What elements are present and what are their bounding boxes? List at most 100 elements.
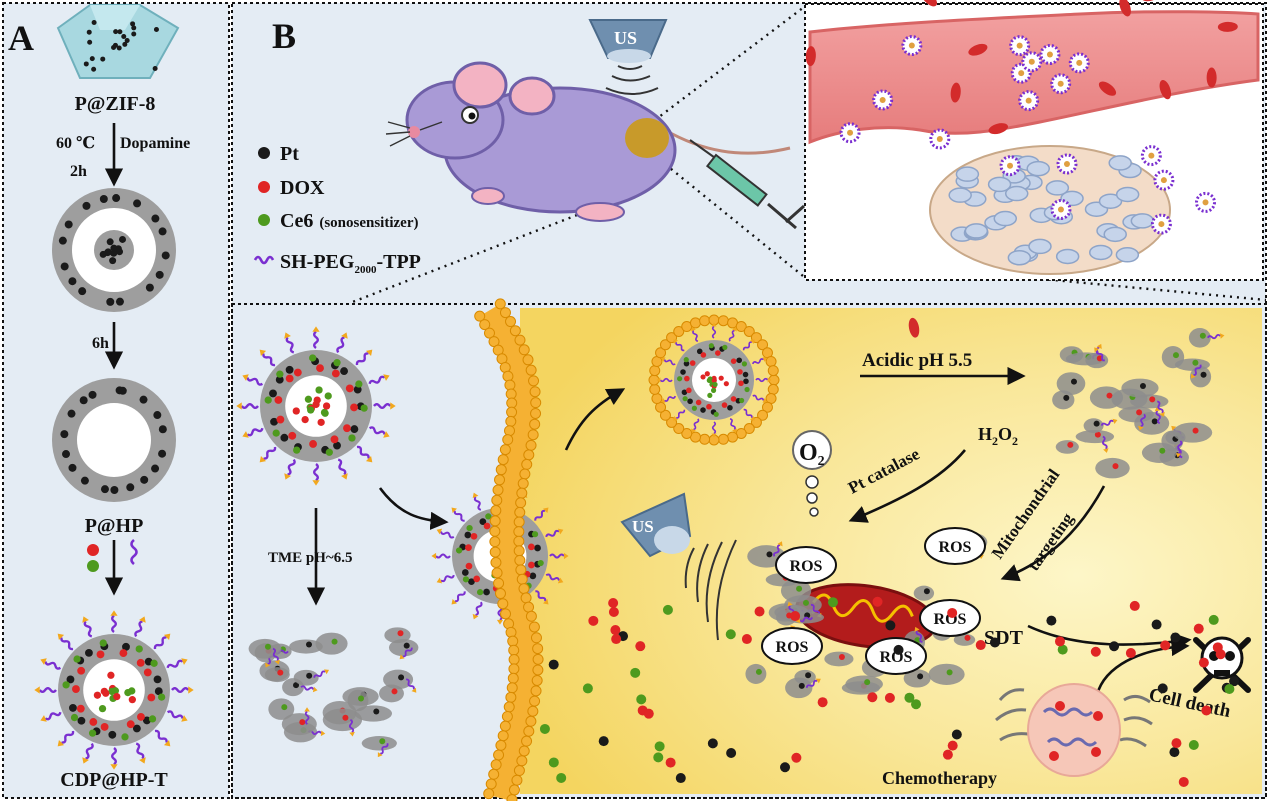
dox-dot — [1178, 776, 1189, 787]
pt-dot — [727, 404, 733, 411]
lipid-head — [488, 768, 500, 780]
ce6-legend-label: Ce6(sonosensitizer) — [280, 210, 418, 232]
dox-dot — [643, 708, 654, 719]
dox-dot — [721, 402, 728, 408]
lipid-head — [495, 739, 507, 751]
tme-degraded-nanoparticle — [248, 627, 420, 760]
dox-dot — [119, 649, 128, 658]
drug-dot — [838, 653, 845, 660]
endosome-lipid — [767, 365, 779, 377]
vessel-nanoparticle-core — [879, 96, 886, 103]
lipid-head — [523, 449, 535, 461]
ce6-dot — [691, 405, 697, 411]
dox-dot — [611, 634, 622, 645]
dox-dot — [473, 575, 481, 583]
ce6-dot — [712, 381, 718, 388]
red-blood-cell — [950, 82, 961, 103]
ce6-dot — [315, 386, 323, 394]
ce6-dot — [309, 354, 317, 362]
pt-dot — [483, 588, 490, 596]
ce6-dot — [654, 741, 665, 752]
temperature-condition: 60 ℃ — [56, 135, 95, 152]
h2o2-h: H — [978, 424, 992, 444]
pt-dot — [285, 365, 294, 374]
dox-dot — [700, 374, 706, 380]
lipid-head — [529, 386, 541, 398]
lipid-head — [506, 397, 518, 409]
lipid-head — [497, 598, 509, 610]
pt-dot — [885, 620, 896, 631]
ce6-dot — [636, 694, 647, 705]
ce6-dot — [722, 344, 728, 350]
o2-o: O — [799, 440, 818, 466]
pt-dot — [707, 738, 718, 749]
pt-dot — [100, 485, 109, 494]
ce6-dot — [307, 406, 315, 414]
dox-dot — [695, 399, 702, 406]
pt-dot — [534, 544, 541, 552]
ce6-dot — [653, 752, 664, 763]
ros-cloud: ROS — [775, 546, 837, 584]
endosome-lipid — [699, 315, 711, 327]
drug-dot — [796, 585, 803, 592]
endosome-lipid — [649, 365, 661, 377]
vessel-nanoparticle-core — [1057, 206, 1064, 213]
dox-dot — [1212, 642, 1223, 653]
endosome-lipid — [761, 401, 773, 413]
dox-dot — [126, 720, 135, 729]
dox-dot — [350, 403, 358, 412]
tumor-cell — [1115, 247, 1140, 263]
vessel-nanoparticle-core — [1076, 59, 1083, 66]
lipid-head — [516, 573, 528, 585]
lipid-head — [530, 685, 542, 697]
dox-dot — [700, 352, 707, 358]
ros-bubble — [924, 527, 986, 565]
ce6-dot — [827, 597, 838, 608]
peg-chain-a — [130, 538, 138, 566]
vessel-nanoparticle-core — [1007, 162, 1014, 169]
pt-dot — [117, 29, 123, 35]
ros-bubble — [919, 599, 981, 637]
mouse-illustration — [385, 61, 791, 222]
ce6-dot — [582, 683, 593, 694]
ce6-dot — [98, 704, 107, 713]
pt-dot — [110, 244, 118, 252]
panel-a-label: A — [8, 18, 34, 58]
vessel-inset-frame — [804, 3, 1264, 281]
lipid-head — [489, 515, 501, 527]
pt-dot — [989, 637, 1000, 648]
time-2h-condition: 2h — [70, 163, 87, 180]
peg-prefix: SH-PEG — [280, 251, 355, 273]
pt-dot — [83, 61, 89, 67]
dox-dot — [137, 712, 145, 721]
dox-dot — [102, 689, 110, 697]
pt-dot — [69, 703, 77, 712]
ce6-dot — [911, 699, 922, 710]
lipid-head — [503, 701, 515, 713]
lipid-head — [490, 505, 502, 517]
pt-dot — [130, 21, 136, 27]
tumor-cell — [1007, 249, 1032, 266]
vessel-nanoparticle-core — [936, 135, 943, 142]
red-blood-cell — [805, 46, 816, 67]
vessel-nanoparticle-core — [1148, 152, 1155, 159]
dox-dot — [1201, 705, 1212, 716]
ros-label: ROS — [776, 639, 809, 656]
pt-dot — [131, 31, 137, 37]
drug-dot — [379, 738, 386, 745]
drug-dot — [342, 714, 349, 721]
pt-dot — [124, 38, 130, 44]
pt-dot — [153, 26, 159, 32]
lipid-head — [509, 325, 521, 337]
shell-fragment — [289, 639, 323, 654]
pt-dot — [68, 277, 77, 286]
ce6-dot — [150, 659, 158, 667]
pt-dot — [109, 257, 117, 265]
lipid-head — [495, 464, 507, 476]
drug-dot — [299, 719, 306, 726]
ros-bubble — [775, 546, 837, 584]
pt-dot — [126, 483, 135, 492]
pt-dot — [58, 236, 67, 245]
shell-fragment — [1141, 442, 1177, 463]
